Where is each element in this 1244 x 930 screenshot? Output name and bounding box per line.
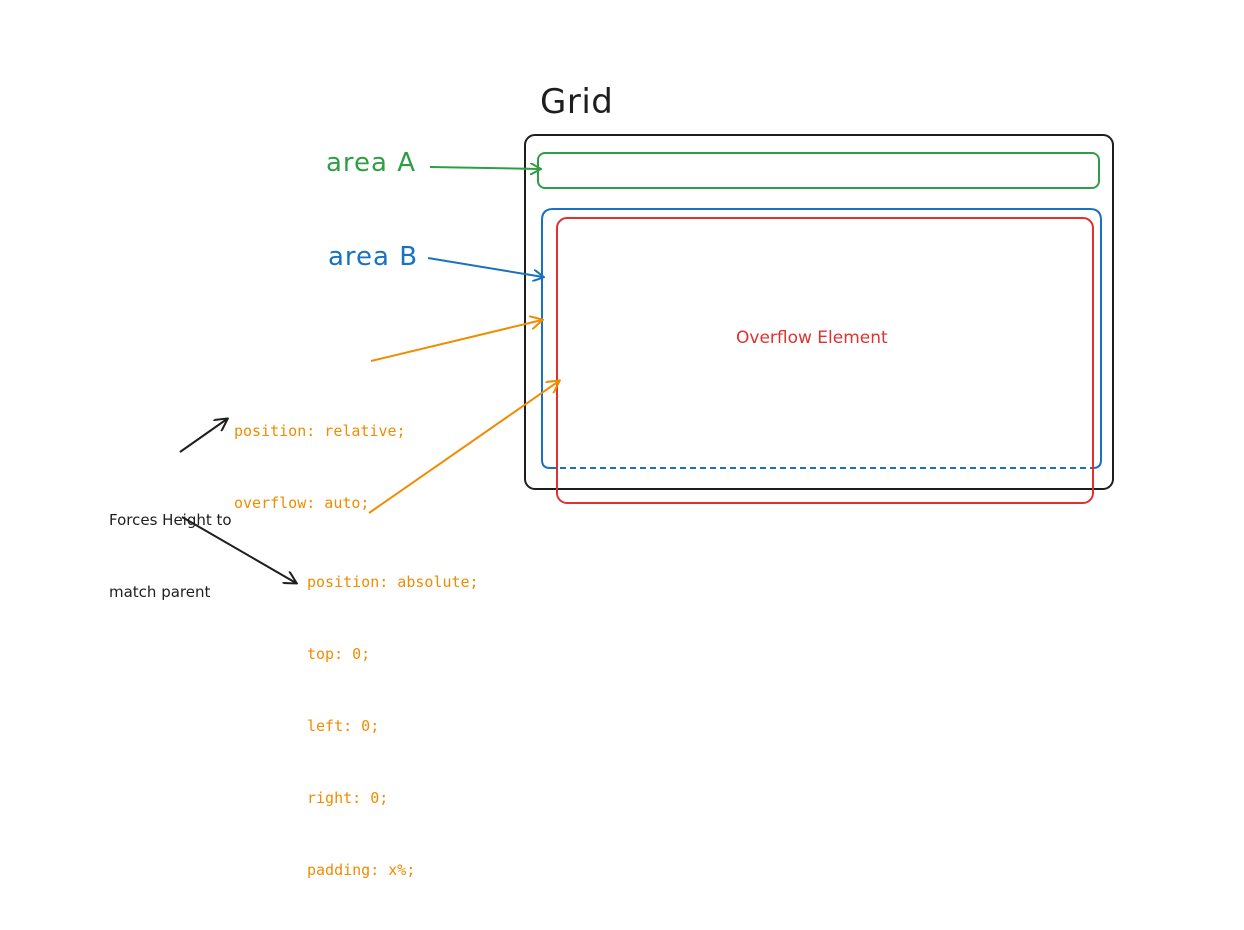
- diagram-shapes: [179, 134, 1114, 719]
- relative-note-line: overflow: auto;: [234, 494, 370, 512]
- absolute-note-line: top: 0;: [307, 645, 371, 663]
- forces-down-arrow: [181, 516, 296, 583]
- absolute-note-arrow: [368, 381, 559, 514]
- grid-title: Grid: [540, 82, 614, 122]
- forces-note-line: Forces Height to: [109, 511, 232, 529]
- absolute-note-line: right: 0;: [307, 789, 389, 807]
- diagram-canvas: Grid area A area B Overflow Element posi…: [109, 82, 1114, 879]
- area-b-box: [541, 208, 1102, 469]
- overflow-element-box: [556, 217, 1094, 504]
- absolute-note-line: padding: x%;: [307, 861, 416, 879]
- area-b-arrow: [427, 257, 543, 277]
- absolute-note: position: absolute; top: 0; left: 0; rig…: [307, 522, 479, 930]
- area-a-box: [537, 152, 1100, 189]
- absolute-note-line: position: absolute;: [307, 573, 479, 591]
- relative-note-arrow: [370, 320, 542, 362]
- absolute-note-line: left: 0;: [307, 717, 380, 735]
- relative-note: position: relative; overflow: auto;: [234, 371, 406, 563]
- area-b-box-left-corner: [541, 459, 551, 469]
- forces-height-note: Forces Height to match parent: [109, 460, 232, 652]
- area-a-label: area A: [326, 148, 417, 178]
- relative-note-line: position: relative;: [234, 422, 406, 440]
- overflow-element-label: Overflow Element: [736, 328, 888, 348]
- area-a-arrow: [429, 167, 540, 169]
- forces-note-line: match parent: [109, 583, 211, 601]
- area-b-label: area B: [328, 242, 419, 272]
- forces-up-arrow: [179, 419, 227, 453]
